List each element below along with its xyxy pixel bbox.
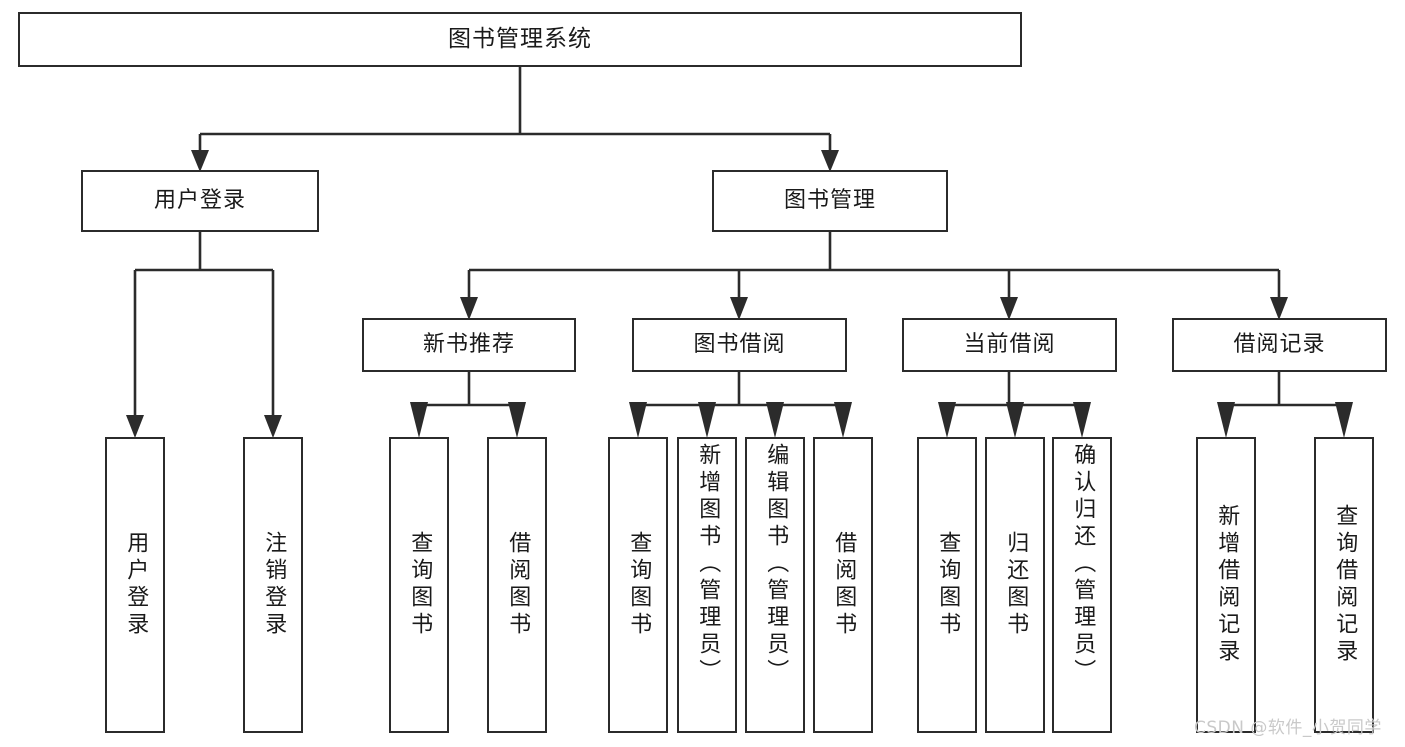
- node-leaf-add-record[interactable]: 新增借阅记录: [1196, 437, 1256, 733]
- node-current-borrow[interactable]: 当前借阅: [902, 318, 1117, 372]
- node-current-borrow-label: 当前借阅: [963, 331, 1056, 357]
- node-leaf-borrow-book-2[interactable]: 借阅图书: [813, 437, 873, 733]
- node-leaf-query-record-label: 查询借阅记录: [1332, 504, 1358, 666]
- node-leaf-query-book-3-label: 查询图书: [935, 531, 961, 639]
- node-book-borrow-label: 图书借阅: [693, 331, 786, 357]
- node-leaf-logout-label: 注销登录: [261, 531, 287, 639]
- node-leaf-query-book-2[interactable]: 查询图书: [608, 437, 668, 733]
- node-leaf-query-record[interactable]: 查询借阅记录: [1314, 437, 1374, 733]
- node-user-login-label: 用户登录: [153, 187, 246, 213]
- node-user-login[interactable]: 用户登录: [81, 170, 319, 232]
- node-leaf-add-book[interactable]: 新增图书（管理员）: [677, 437, 737, 733]
- node-new-book-rec-label: 新书推荐: [422, 331, 515, 357]
- node-borrow-record[interactable]: 借阅记录: [1172, 318, 1387, 372]
- node-root[interactable]: 图书管理系统: [18, 12, 1022, 67]
- node-book-manage[interactable]: 图书管理: [712, 170, 948, 232]
- node-book-borrow[interactable]: 图书借阅: [632, 318, 847, 372]
- node-leaf-borrow-book-2-label: 借阅图书: [831, 531, 857, 639]
- node-leaf-edit-book-label: 编辑图书（管理员）: [763, 443, 789, 686]
- node-leaf-confirm-return-label: 确认归还（管理员）: [1070, 443, 1096, 686]
- node-leaf-user-login-label: 用户登录: [123, 531, 149, 639]
- node-leaf-user-login[interactable]: 用户登录: [105, 437, 165, 733]
- node-leaf-query-book-3[interactable]: 查询图书: [917, 437, 977, 733]
- node-new-book-rec[interactable]: 新书推荐: [362, 318, 576, 372]
- node-root-label: 图书管理系统: [448, 25, 592, 52]
- node-book-manage-label: 图书管理: [783, 187, 876, 213]
- node-leaf-query-book-1[interactable]: 查询图书: [389, 437, 449, 733]
- node-leaf-logout[interactable]: 注销登录: [243, 437, 303, 733]
- node-leaf-edit-book[interactable]: 编辑图书（管理员）: [745, 437, 805, 733]
- csdn-watermark: CSDN @软件_小贺同学: [1194, 718, 1382, 738]
- node-leaf-query-book-2-label: 查询图书: [626, 531, 652, 639]
- node-leaf-query-book-1-label: 查询图书: [407, 531, 433, 639]
- node-leaf-add-record-label: 新增借阅记录: [1214, 504, 1240, 666]
- node-borrow-record-label: 借阅记录: [1233, 331, 1326, 357]
- node-leaf-return-book-label: 归还图书: [1003, 531, 1029, 639]
- node-leaf-borrow-book-1-label: 借阅图书: [505, 531, 531, 639]
- node-leaf-add-book-label: 新增图书（管理员）: [695, 443, 721, 686]
- node-leaf-return-book[interactable]: 归还图书: [985, 437, 1045, 733]
- node-leaf-confirm-return[interactable]: 确认归还（管理员）: [1052, 437, 1112, 733]
- node-leaf-borrow-book-1[interactable]: 借阅图书: [487, 437, 547, 733]
